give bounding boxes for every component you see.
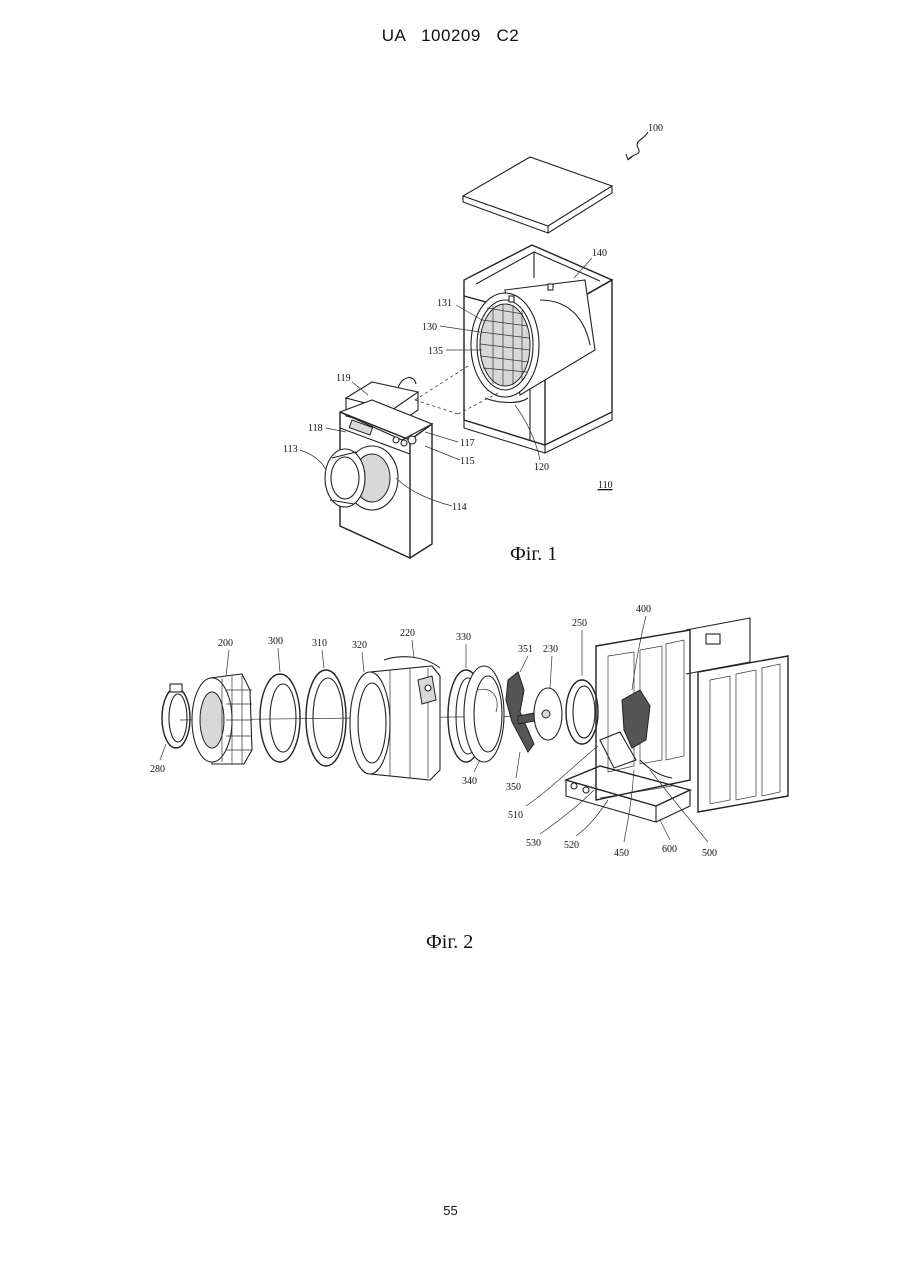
figure-1-exploded-dryer-cabinet: 100 140 131 130 135 119 118 113 117 115 … [0, 110, 901, 580]
ref-label-117: 117 [460, 438, 475, 449]
ref-label-520: 520 [564, 840, 579, 851]
ref-label-220: 220 [400, 628, 415, 639]
rear-drum-cover [464, 666, 504, 762]
front-seal-ring [260, 674, 300, 762]
ref-label-230: 230 [543, 644, 558, 655]
ref-label-114: 114 [452, 502, 467, 513]
loading-door [325, 449, 365, 507]
page-number: 55 [0, 1203, 901, 1218]
ref-label-600: 600 [662, 844, 677, 855]
ref-label-450: 450 [614, 848, 629, 859]
ref-label-118: 118 [308, 423, 323, 434]
ref-label-510: 510 [508, 810, 523, 821]
ref-label-115: 115 [460, 456, 475, 467]
ref-label-300: 300 [268, 636, 283, 647]
figure-2-exploded-drum-assembly: 200 300 310 320 220 330 351 230 250 400 … [0, 595, 901, 960]
ref-label-400: 400 [636, 604, 651, 615]
ref-label-119: 119 [336, 373, 351, 384]
ref-label-351: 351 [518, 644, 533, 655]
ref-label-100: 100 [648, 123, 663, 134]
clamp-ring [162, 684, 190, 748]
ref-label-140: 140 [592, 248, 607, 259]
ref-label-135: 135 [428, 346, 443, 357]
ref-label-500: 500 [702, 848, 717, 859]
ref-label-110: 110 [598, 480, 613, 491]
ref-label-320: 320 [352, 640, 367, 651]
figure-1-caption: Фіг. 1 [510, 543, 557, 565]
ref-label-131: 131 [437, 298, 452, 309]
ref-label-250: 250 [572, 618, 587, 629]
drum [350, 657, 440, 780]
ref-label-280: 280 [150, 764, 165, 775]
front-bracket [192, 674, 252, 764]
ref-label-530: 530 [526, 838, 541, 849]
drum-assembly [471, 280, 595, 403]
figure-2-caption: Фіг. 2 [426, 931, 473, 953]
ref-label-130: 130 [422, 322, 437, 333]
document-number-header: UA 100209 C2 [0, 26, 901, 46]
rear-panel-assembly [566, 618, 788, 822]
ref-label-350: 350 [506, 782, 521, 793]
ref-label-120: 120 [534, 462, 549, 473]
rear-bearing-ring [566, 680, 598, 744]
ref-label-113: 113 [283, 444, 298, 455]
ref-label-200: 200 [218, 638, 233, 649]
leader-100 [628, 132, 648, 160]
bearing-disk [534, 688, 562, 740]
ref-label-310: 310 [312, 638, 327, 649]
ref-label-330: 330 [456, 632, 471, 643]
top-cover-panel [463, 157, 612, 233]
ref-label-340: 340 [462, 776, 477, 787]
